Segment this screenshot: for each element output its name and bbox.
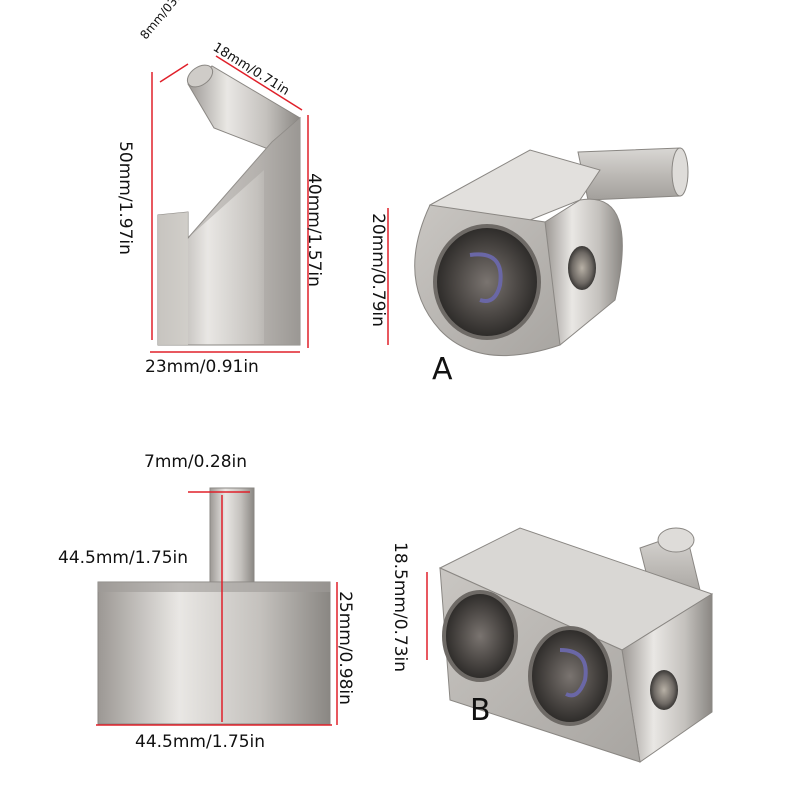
b-bore-height-label: 18.5mm/0.73in [390, 542, 410, 673]
b-total-height-label: 44.5mm/1.75in [58, 548, 189, 568]
product-a-side-view [157, 64, 301, 346]
a-total-height-label: 50mm/1.97in [115, 141, 135, 255]
dim-line-a-pin-length [215, 55, 303, 111]
product-a-perspective-view [414, 147, 689, 357]
product-a-letter: A [432, 352, 453, 387]
dim-line-a-pin-diameter [159, 63, 189, 83]
a-bore-height-label: 20mm/0.79in [368, 213, 388, 327]
product-b-perspective-view [438, 527, 714, 763]
b-width-label: 44.5mm/1.75in [135, 732, 266, 752]
a-body-height-label: 40mm/1.57in [304, 173, 324, 287]
product-b-letter: B [470, 693, 491, 728]
a-width-label: 23mm/0.91in [145, 357, 259, 377]
b-pin-width-label: 7mm/0.28in [144, 452, 248, 472]
dimension-lines [96, 55, 428, 726]
product-b-front-view [97, 487, 331, 725]
b-body-height-label: 25mm/0.98in [335, 591, 355, 705]
